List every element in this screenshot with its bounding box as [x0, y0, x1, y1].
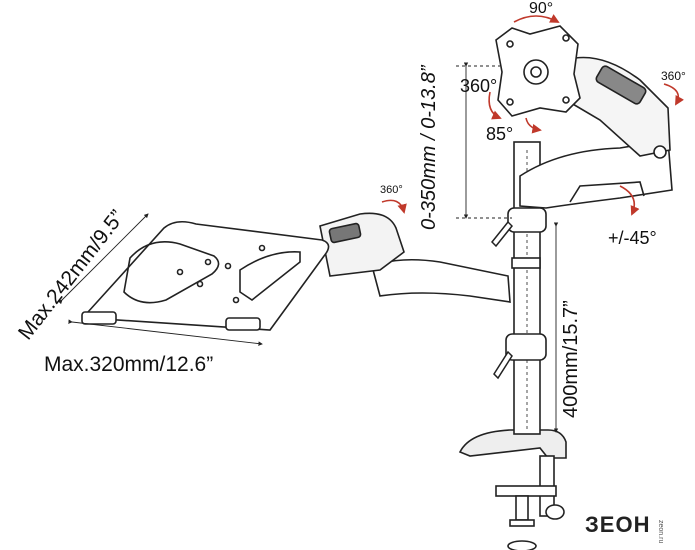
pole-height-label: 400mm/15.7”: [560, 300, 582, 418]
brand-logo-sub: zeon.ru: [657, 520, 664, 544]
rotation-360-vesa-label: 360°: [460, 76, 498, 96]
height-range-label: 0-350mm / 0-13.8”: [418, 65, 440, 230]
pole-knobs: [490, 220, 514, 380]
laptop-arm: [319, 212, 511, 303]
desk-clamp: [458, 429, 567, 550]
rotation-360-laptop-label: 360°: [380, 184, 403, 196]
tilt-85-label: 85°: [486, 124, 514, 144]
laptop-width-label: Max.320mm/12.6”: [44, 353, 214, 376]
laptop-tray: [81, 220, 330, 331]
vesa-plate: [495, 25, 581, 117]
rotation-90-label: 90°: [529, 0, 554, 17]
dimension-lines: [57, 62, 559, 433]
monitor-arm: [519, 56, 673, 209]
rotation-arrows: [381, 14, 684, 216]
brand-logo: ЗЕОН: [585, 512, 651, 537]
rotation-360-arm-label: 360°: [661, 69, 686, 83]
tilt-45-label: +/-45°: [608, 228, 657, 248]
